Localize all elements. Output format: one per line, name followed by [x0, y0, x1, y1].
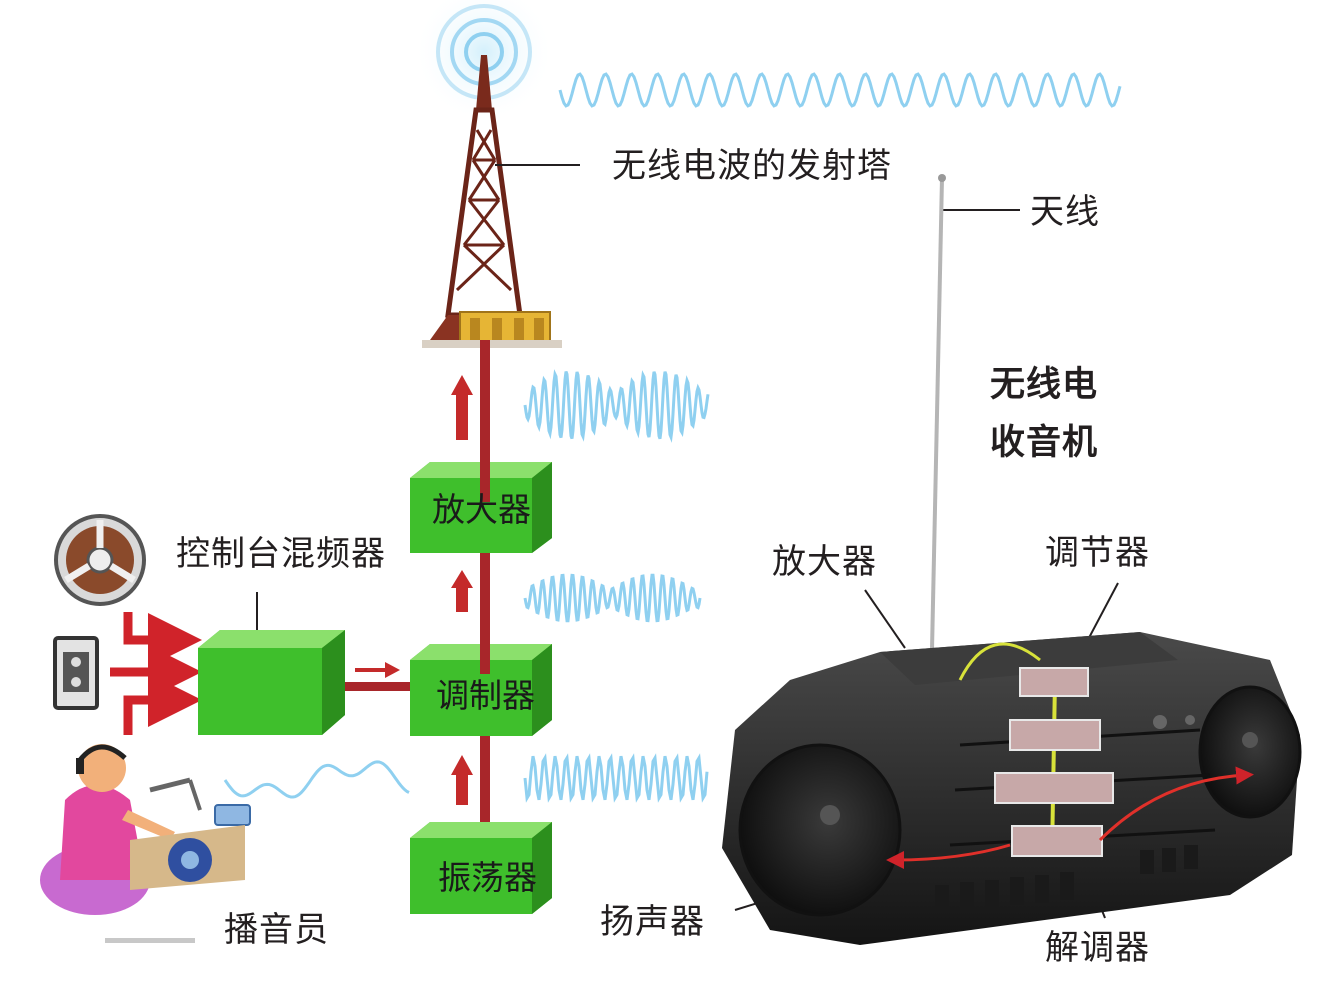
radio-title-line1: 无线电 [990, 365, 1099, 405]
signal-path [345, 340, 490, 850]
amplifier-box [410, 462, 552, 553]
modulated-wave-middle [523, 573, 702, 623]
cassette-icon [53, 636, 99, 710]
transmission-tower-icon [422, 55, 562, 348]
antenna-label: 天线 [1030, 192, 1100, 232]
demodulator-label: 解调器 [1045, 928, 1150, 968]
announcer-illustration [40, 744, 251, 943]
audio-wave [223, 760, 410, 799]
carrier-wave [523, 753, 709, 803]
input-arrows [110, 612, 202, 735]
amplifier-box-label: 放大器 [432, 490, 531, 529]
announcer-label: 播音员 [224, 910, 329, 950]
broadcast-wave [558, 72, 1122, 108]
radio-amplifier-label: 放大器 [772, 542, 877, 582]
mixer-label: 控制台混频器 [176, 534, 386, 574]
modulated-wave-top [523, 369, 710, 443]
up-arrows [355, 375, 473, 805]
tuner-label: 调节器 [1045, 533, 1150, 573]
tape-reel-icon [54, 514, 146, 606]
tower-label: 无线电波的发射塔 [612, 146, 892, 186]
radio-title-line2: 收音机 [990, 423, 1099, 463]
oscillator-box [410, 822, 552, 914]
boombox-radio-illustration [722, 174, 1302, 945]
mixer-box [198, 630, 345, 735]
modulator-box-label: 调制器 [436, 676, 535, 715]
speaker-label: 扬声器 [600, 902, 705, 942]
oscillator-box-label: 振荡器 [438, 858, 537, 897]
